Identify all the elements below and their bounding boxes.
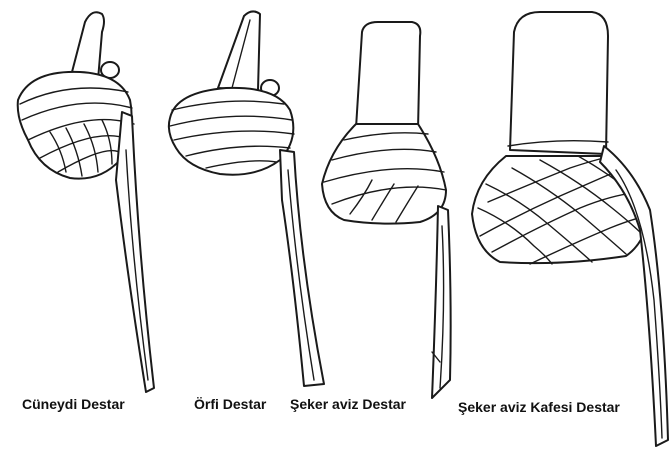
label-orfi-destar: Örfi Destar: [194, 396, 266, 412]
label-seker-aviz-destar: Şeker aviz Destar: [290, 396, 406, 412]
cuneydi-destar-drawing: [18, 12, 154, 392]
seker-aviz-kafesi-destar-drawing: [472, 12, 668, 446]
orfi-destar-drawing: [169, 11, 324, 386]
label-seker-aviz-kafesi-destar: Şeker aviz Kafesi Destar: [458, 399, 620, 415]
label-cuneydi-destar: Cüneydi Destar: [22, 396, 125, 412]
seker-aviz-destar-drawing: [322, 22, 451, 398]
